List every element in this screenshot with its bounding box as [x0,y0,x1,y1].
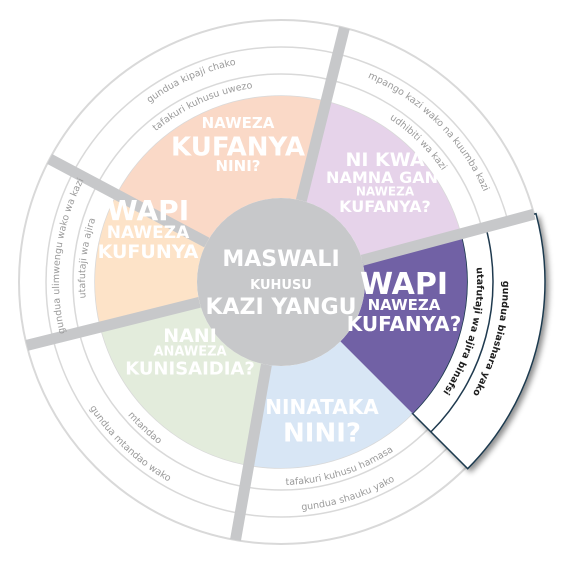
question-right-top-line-1: NI KWA [345,149,424,171]
question-right-top-line-4: KUFANYA? [339,197,431,216]
question-left-line-3: KUFUNYA [98,241,199,263]
question-left-line-1: WAPI [107,194,189,227]
question-right-line-2: NAWEZA [368,296,441,314]
center-line-2: KUHUSU [250,278,312,293]
question-right-top-line-2: NAMNA GANI [326,168,444,187]
question-left-bottom-line-3: KUNISAIDIA? [125,359,255,380]
question-left-bottom-line-1: NANI [163,325,217,347]
question-right-top-line-3: NAWEZA [356,184,415,198]
spoke-5 [25,296,201,351]
center-hub [197,198,365,366]
question-right-line-3: KUFANYA? [347,312,462,336]
question-bottom-line-1: NINATAKA [265,395,379,419]
segment-left-bottom [100,302,267,466]
question-bottom-line-2: NINI? [283,418,361,448]
center-line-1: MASWALI [222,247,339,272]
segment-right-top [301,101,461,261]
segment-right[interactable] [340,233,468,414]
active-segment-divider [430,226,494,433]
spoke-1 [47,154,210,248]
spoke-group [25,26,536,541]
question-top-line-2: KUFANYA [171,132,305,162]
segment-top [116,96,326,243]
question-right-line-1: WAPI [360,267,448,302]
active-segment-group[interactable] [340,212,546,470]
question-top-line-1: NAWEZA [202,114,275,132]
spoke-2 [295,26,350,202]
question-left-bottom-line-2: ANAWEZA [153,345,226,360]
center-line-3: KAZI YANGU [205,295,356,320]
segment-bottom [248,341,413,468]
question-left-line-2: NAWEZA [107,223,190,243]
spoke-3 [360,208,536,266]
spoke-4 [230,363,272,541]
question-top-line-3: NINI? [216,157,261,175]
